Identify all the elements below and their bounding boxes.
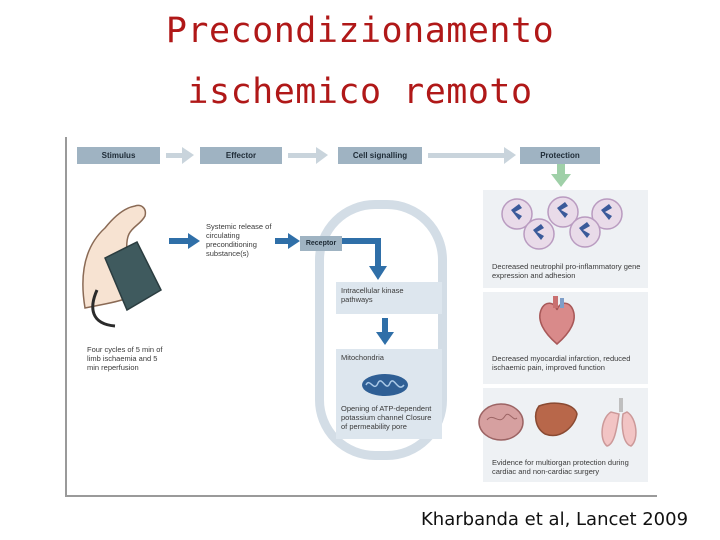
header-cell-signalling: Cell signalling: [338, 147, 422, 164]
organs-icon: [475, 396, 645, 452]
protection-myocardial-text: Decreased myocardial infarction, reduced…: [492, 354, 642, 372]
arrow-kinase-mito-icon: [375, 318, 395, 346]
header-arrow-3-icon: [504, 147, 516, 164]
header-protection: Protection: [520, 147, 600, 164]
arrow-protection-down-icon: [551, 164, 571, 188]
figure-frame-left: [65, 137, 67, 497]
header-arrow-1-icon: [182, 147, 194, 164]
slide-title-line1: Precondizionamento: [0, 9, 720, 53]
header-arrow-3-line: [428, 153, 506, 158]
protection-multiorgan-text: Evidence for multiorgan protection durin…: [492, 458, 642, 476]
header-stimulus: Stimulus: [77, 147, 160, 164]
arrow-receptor-kinase-icon: [340, 238, 395, 284]
mitochondria-text: Opening of ATP-dependent potassium chann…: [341, 404, 439, 431]
header-arrow-2-icon: [316, 147, 328, 164]
stimulus-text: Four cycles of 5 min of limb ischaemia a…: [87, 345, 167, 372]
protection-neutrophil-text: Decreased neutrophil pro-inflammatory ge…: [492, 262, 642, 280]
kinase-text: Intracellular kinase pathways: [341, 286, 437, 304]
header-effector: Effector: [200, 147, 282, 164]
heart-icon: [535, 296, 579, 346]
receptor-label: Receptor: [300, 236, 342, 251]
arrow-effector-receptor-line: [275, 238, 289, 244]
citation: Kharbanda et al, Lancet 2009: [421, 509, 688, 530]
arrow-stimulus-effector-line: [169, 238, 189, 244]
figure-frame-bottom: [65, 495, 657, 497]
arrow-stimulus-effector-icon: [188, 233, 200, 249]
slide-title-line2: ischemico remoto: [0, 70, 720, 114]
neutrophils-icon: [495, 192, 635, 254]
arm-cuff-illustration: [75, 198, 185, 334]
header-arrow-2-line: [288, 153, 318, 158]
mitochondria-label: Mitochondria: [341, 353, 384, 362]
effector-text: Systemic release of circulating precondi…: [206, 222, 278, 258]
arrow-effector-receptor-icon: [288, 233, 300, 249]
mitochondrion-icon: [360, 372, 410, 398]
